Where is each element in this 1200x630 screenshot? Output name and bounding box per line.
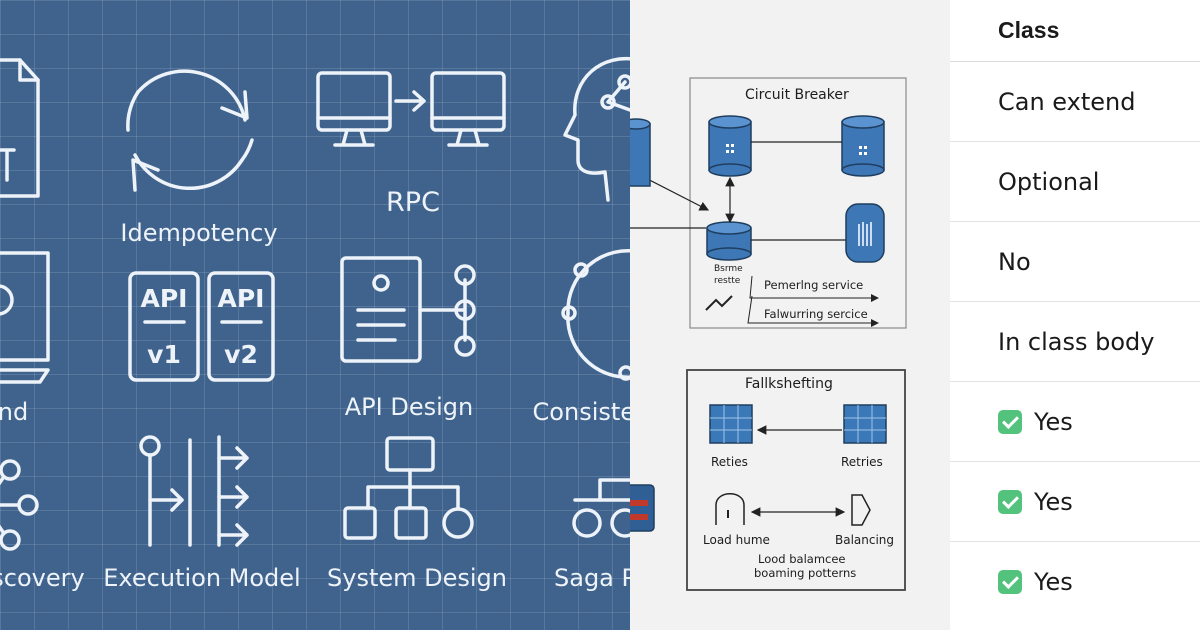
server-cube-icon — [843, 404, 887, 444]
settings-screen-icon — [0, 251, 50, 384]
circuit-breaker-frame — [689, 77, 907, 329]
table-row: No — [950, 222, 1200, 302]
pending-service-label: Pemerlng service — [764, 278, 864, 292]
load-right-label: Balancing — [835, 533, 895, 547]
lock-icon — [715, 493, 745, 525]
circuit-breaker-diagram: Circuit Breaker Bsrme restte Pemerlng se… — [630, 0, 950, 630]
label-idempotency: Idempotency — [120, 219, 278, 247]
cell-text: No — [998, 247, 1031, 276]
api-v1-top-text: API — [140, 284, 188, 313]
comparison-table: Class Can extend Optional No In class bo… — [950, 0, 1200, 630]
check-mark-icon — [998, 570, 1022, 594]
table-row: Yes — [950, 382, 1200, 462]
cell-text: Yes — [1034, 487, 1073, 516]
blueprint-panel: API v1 API v2 Idempotency RPC API Design… — [0, 0, 630, 630]
document-icon — [0, 58, 40, 198]
load-left-label: Load hume — [703, 533, 770, 547]
fallback-frame — [686, 369, 906, 591]
hierarchy-icon — [343, 436, 474, 540]
label-discovery: scovery — [0, 564, 85, 592]
table-row: In class body — [950, 302, 1200, 382]
table-row: Yes — [950, 462, 1200, 542]
server-cube-icon — [709, 404, 753, 444]
retries-right-label: Retries — [841, 455, 883, 469]
load-caption-2: boaming potterns — [754, 566, 857, 580]
label-system-design: System Design — [327, 564, 507, 592]
api-v1-icon — [128, 271, 200, 382]
monitors-icon — [316, 71, 506, 147]
diagram-graphics — [630, 77, 907, 591]
saga-icon — [572, 478, 630, 538]
load-caption-1: Lood balamcee — [758, 552, 846, 566]
label-saga: Saga P — [554, 564, 630, 592]
execution-model-icon — [139, 435, 249, 547]
database-icon — [841, 115, 885, 177]
label-rpc: RPC — [386, 187, 440, 218]
table-row: Optional — [950, 142, 1200, 222]
check-mark-icon — [998, 409, 1022, 434]
circuit-breaker-title: Circuit Breaker — [745, 87, 849, 103]
failing-service-label: Falwurring sercice — [764, 307, 868, 321]
database-icon — [708, 115, 752, 177]
table-row: Can extend — [950, 62, 1200, 142]
api-v2-top-text: API — [217, 284, 265, 313]
api-v2-icon — [207, 271, 275, 382]
cell-text: Optional — [998, 167, 1100, 196]
cell-text: Yes — [1034, 407, 1073, 436]
label-execution-model: Execution Model — [103, 564, 301, 592]
consistency-cycle-icon — [561, 249, 630, 381]
check-mark-icon — [998, 489, 1022, 514]
label-api-design: API Design — [344, 393, 474, 421]
retries-left-label: Reties — [711, 455, 748, 469]
cell-text: Yes — [1034, 568, 1073, 596]
network-icon — [0, 459, 39, 551]
column-header-class: Class — [998, 17, 1060, 43]
refresh-icon — [126, 69, 254, 192]
api-document-icon — [340, 256, 476, 363]
fallback-title: Fallkshefting — [745, 376, 833, 392]
blueprint-icons — [0, 56, 630, 551]
api-v2-version-text: v2 — [224, 340, 258, 369]
cell-text: Can extend — [998, 87, 1136, 116]
database-icon — [706, 221, 752, 261]
table-row: Yes — [950, 542, 1200, 622]
label-consistency: Consistenc — [532, 398, 630, 426]
server-node-icon — [845, 203, 885, 263]
head-icon — [563, 56, 630, 202]
table-header: Class — [950, 0, 1200, 62]
small-node-label: Bsrme restte — [714, 264, 743, 286]
server-rack-icon — [630, 484, 655, 532]
database-icon — [630, 118, 651, 187]
api-v1-version-text: v1 — [147, 340, 181, 369]
balancer-icon — [851, 494, 871, 526]
cell-text: In class body — [998, 327, 1155, 356]
label-backend: nd — [0, 398, 29, 426]
